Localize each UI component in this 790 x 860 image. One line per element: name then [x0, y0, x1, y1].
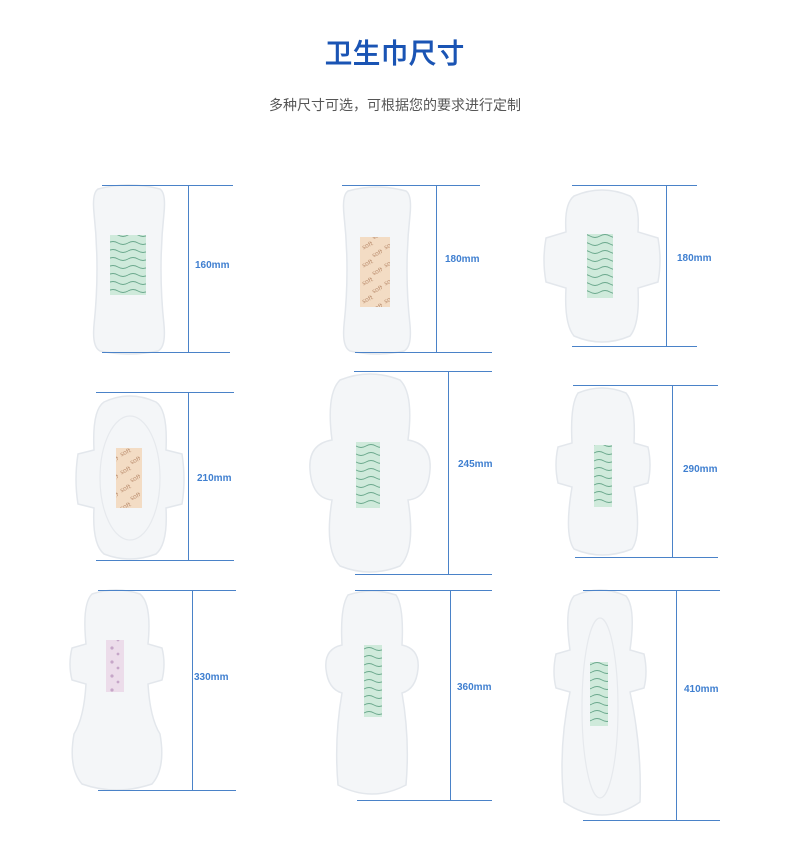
size-label: 210mm [197, 473, 232, 484]
winged-pad-image [75, 395, 185, 560]
size-label: 180mm [445, 254, 480, 265]
size-label: 160mm [195, 260, 230, 271]
size-label: 360mm [457, 682, 492, 693]
night-pad-image [69, 589, 165, 791]
winged-pad-image [543, 189, 661, 343]
winged-pad-image [309, 373, 431, 573]
page-title: 卫生巾尺寸 [325, 39, 465, 70]
size-label: 410mm [684, 684, 719, 695]
size-label: 180mm [677, 253, 712, 264]
page-subtitle: 多种尺寸可选，可根据您的要求进行定制 [269, 98, 521, 114]
night-pad-image [325, 590, 419, 795]
night-pad-image [553, 589, 647, 816]
liner-pad-image [92, 184, 166, 355]
liner-pad-image [342, 186, 412, 355]
size-label: 290mm [683, 464, 718, 475]
size-label: 330mm [194, 672, 229, 683]
winged-pad-image [555, 387, 651, 556]
size-label: 245mm [458, 459, 493, 470]
